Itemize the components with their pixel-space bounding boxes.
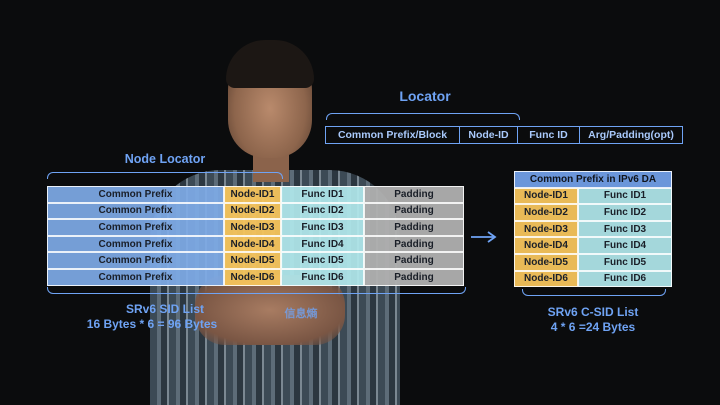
locator-segment-arg-padding: Arg/Padding(opt) (588, 129, 674, 141)
sid-node-cell: Node-ID4 (224, 235, 281, 253)
locator-brace (326, 113, 520, 120)
csid-list-caption: SRv6 C-SID List (547, 305, 639, 319)
csid-list-size: 4 * 6 =24 Bytes (550, 320, 636, 334)
sid-prefix-cell: Common Prefix (47, 219, 224, 236)
csid-list-table: Common Prefix in IPv6 DA Node-ID1 Func I… (514, 171, 672, 288)
sid-func-cell: Func ID4 (281, 235, 364, 253)
csid-node-cell: Node-ID1 (514, 187, 578, 205)
csid-func-cell: Func ID6 (578, 270, 672, 288)
sid-func-cell: Func ID5 (281, 252, 364, 269)
csid-func-cell: Func ID5 (578, 253, 672, 271)
locator-title: Locator (399, 88, 451, 104)
csid-func-cell: Func ID4 (578, 237, 672, 254)
sid-node-cell: Node-ID2 (224, 202, 281, 220)
sid-list-caption: SRv6 SID List (125, 302, 205, 316)
locator-bar: Common Prefix/Block Node-ID Func ID Arg/… (325, 126, 683, 144)
sid-func-cell: Func ID6 (281, 268, 364, 286)
node-locator-brace (47, 172, 283, 179)
watermark-text: 信息熵 (284, 308, 318, 320)
sid-padding-cell: Padding (364, 186, 464, 203)
sid-padding-cell: Padding (364, 219, 464, 236)
sid-prefix-cell: Common Prefix (47, 252, 224, 269)
csid-node-cell: Node-ID6 (514, 270, 578, 288)
sid-node-cell: Node-ID6 (224, 268, 281, 286)
presenter-hair (226, 40, 314, 88)
csid-list-brace (522, 289, 666, 296)
sid-node-cell: Node-ID5 (224, 252, 281, 269)
csid-node-cell: Node-ID2 (514, 204, 578, 221)
csid-header: Common Prefix in IPv6 DA (514, 171, 672, 188)
locator-segment-node-id: Node-ID (460, 127, 518, 143)
sid-prefix-cell: Common Prefix (47, 186, 224, 203)
sid-padding-cell: Padding (364, 252, 464, 269)
sid-node-cell: Node-ID3 (224, 219, 281, 236)
srv6-sid-list-table: Common Prefix Node-ID1 Func ID1 Padding … (47, 186, 464, 286)
csid-node-cell: Node-ID4 (514, 237, 578, 254)
sid-node-cell: Node-ID1 (224, 186, 281, 203)
sid-prefix-cell: Common Prefix (47, 202, 224, 220)
sid-list-size: 16 Bytes * 6 = 96 Bytes (86, 317, 218, 331)
presenter-hands (195, 275, 345, 345)
sid-padding-cell: Padding (364, 235, 464, 253)
sid-padding-cell: Padding (364, 268, 464, 286)
sid-func-cell: Func ID1 (281, 186, 364, 203)
node-locator-title: Node Locator (124, 152, 206, 166)
csid-node-cell: Node-ID5 (514, 253, 578, 271)
right-arrow-icon (471, 231, 497, 243)
csid-node-cell: Node-ID3 (514, 220, 578, 238)
sid-func-cell: Func ID3 (281, 219, 364, 236)
csid-func-cell: Func ID2 (578, 204, 672, 221)
sid-prefix-cell: Common Prefix (47, 268, 224, 286)
csid-func-cell: Func ID3 (578, 220, 672, 238)
locator-segment-prefix: Common Prefix/Block (326, 127, 460, 143)
csid-func-cell: Func ID1 (578, 187, 672, 205)
locator-segment-func-id: Func ID (518, 127, 580, 143)
sid-func-cell: Func ID2 (281, 202, 364, 220)
sid-list-brace (47, 287, 466, 294)
sid-prefix-cell: Common Prefix (47, 235, 224, 253)
sid-padding-cell: Padding (364, 202, 464, 220)
